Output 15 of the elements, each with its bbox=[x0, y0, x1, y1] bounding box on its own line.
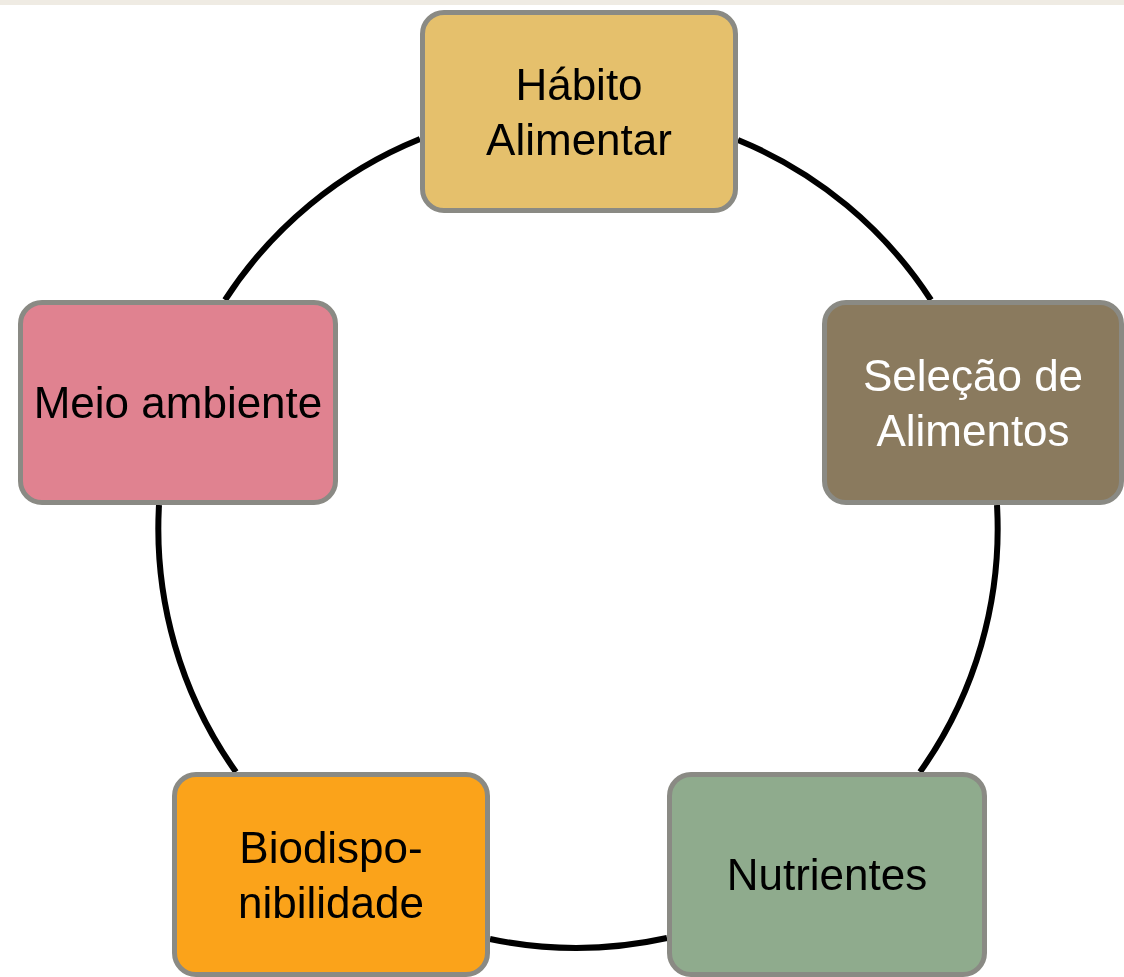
box-label: Hábito Alimentar bbox=[485, 58, 673, 166]
rounded-box bbox=[172, 772, 490, 977]
connector-arc bbox=[917, 505, 1000, 774]
rounded-box bbox=[822, 300, 1124, 505]
connector-arc bbox=[156, 505, 239, 774]
box-label: Nutrientes bbox=[726, 849, 928, 901]
rounded-box bbox=[667, 772, 987, 977]
rounded-box bbox=[420, 10, 738, 213]
rounded-box bbox=[18, 300, 338, 505]
connector-arc bbox=[489, 935, 668, 951]
connector-arc bbox=[736, 137, 934, 302]
box-label: Seleção de Alimentos bbox=[861, 349, 1085, 457]
box-label: Meio ambiente bbox=[33, 377, 323, 429]
connector-arc bbox=[222, 136, 422, 302]
box-label: Biodispo- nibilidade bbox=[237, 821, 425, 929]
